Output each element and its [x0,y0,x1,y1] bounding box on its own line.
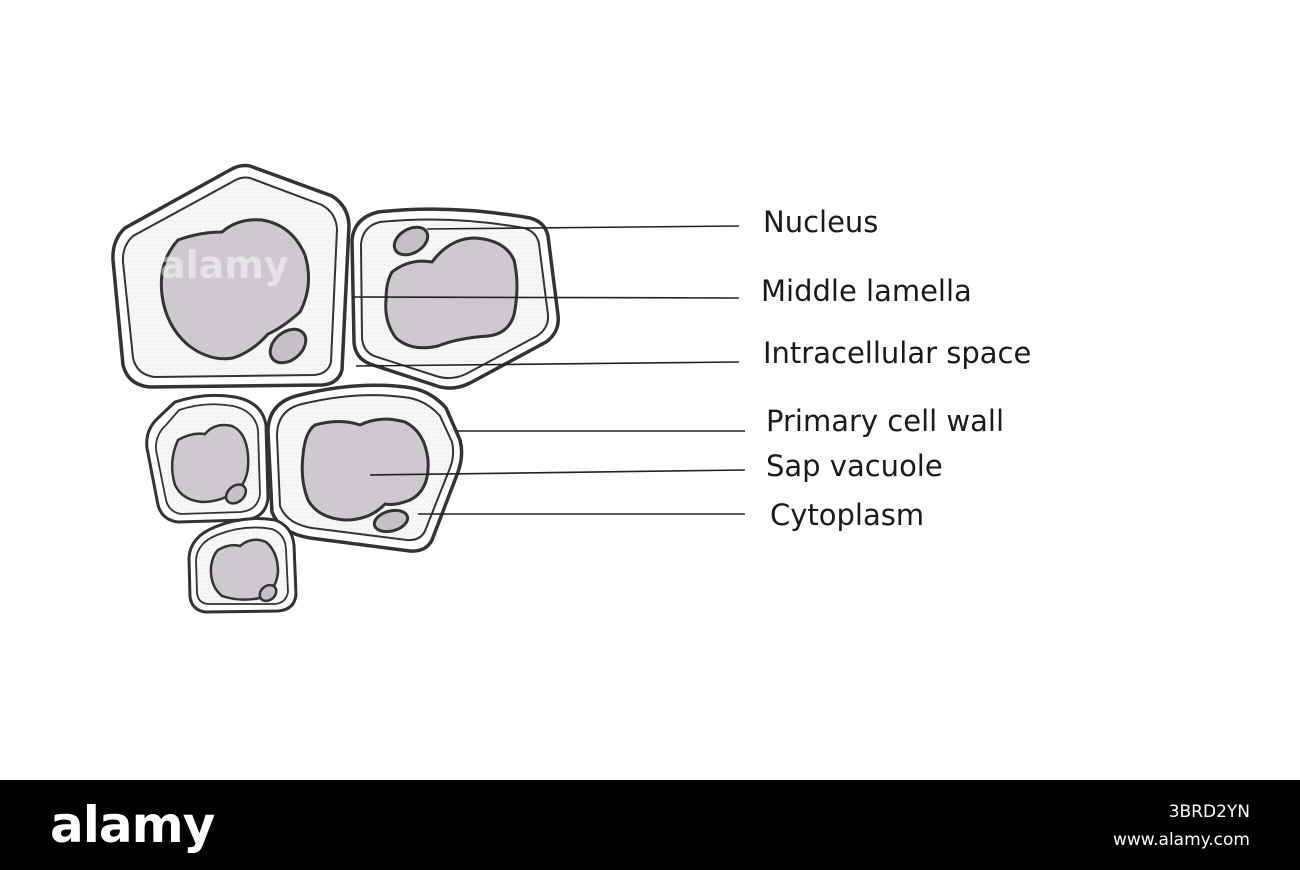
nucleus [224,483,248,505]
label-intracellular-space: Intracellular space [763,336,1032,370]
diagram-canvas: alamy Nucleus Middle lamella Intracellul… [111,163,1032,614]
leader-line-nucleus [426,225,740,230]
label-sap-vacuole: Sap vacuole [766,449,943,483]
sap-vacuole [159,218,311,361]
nucleus [268,327,308,365]
watermark-footer: alamy 3BRD2YN www.alamy.com [0,780,1300,870]
label-primary-cell-wall: Primary cell wall [766,404,1005,438]
cell-large-top-left [111,163,351,389]
leader-line-intracellular-space [355,361,740,367]
leader-line-middle-lamella [351,296,740,299]
cell-middle-left [145,393,270,524]
brand-logo: alamy [50,796,215,854]
watermark-overlay: alamy [160,243,289,287]
label-nucleus: Nucleus [763,205,879,239]
cell-top-right [350,207,560,390]
nucleus [372,508,410,534]
label-cytoplasm: Cytoplasm [770,498,925,532]
sap-vacuole [300,417,430,522]
label-middle-lamella: Middle lamella [761,274,972,308]
sap-vacuole [384,236,519,350]
sap-vacuole [170,423,250,504]
leader-line-sap-vacuole [369,469,746,476]
cell-middle-center [266,383,464,553]
nucleus [392,225,430,257]
nucleus [258,583,278,603]
image-code: 3BRD2YN [1168,802,1250,822]
leader-lines [351,225,746,515]
plant-cells-illustration [111,163,746,614]
site-url: www.alamy.com [1112,830,1250,850]
cell-bottom-small [187,517,298,614]
